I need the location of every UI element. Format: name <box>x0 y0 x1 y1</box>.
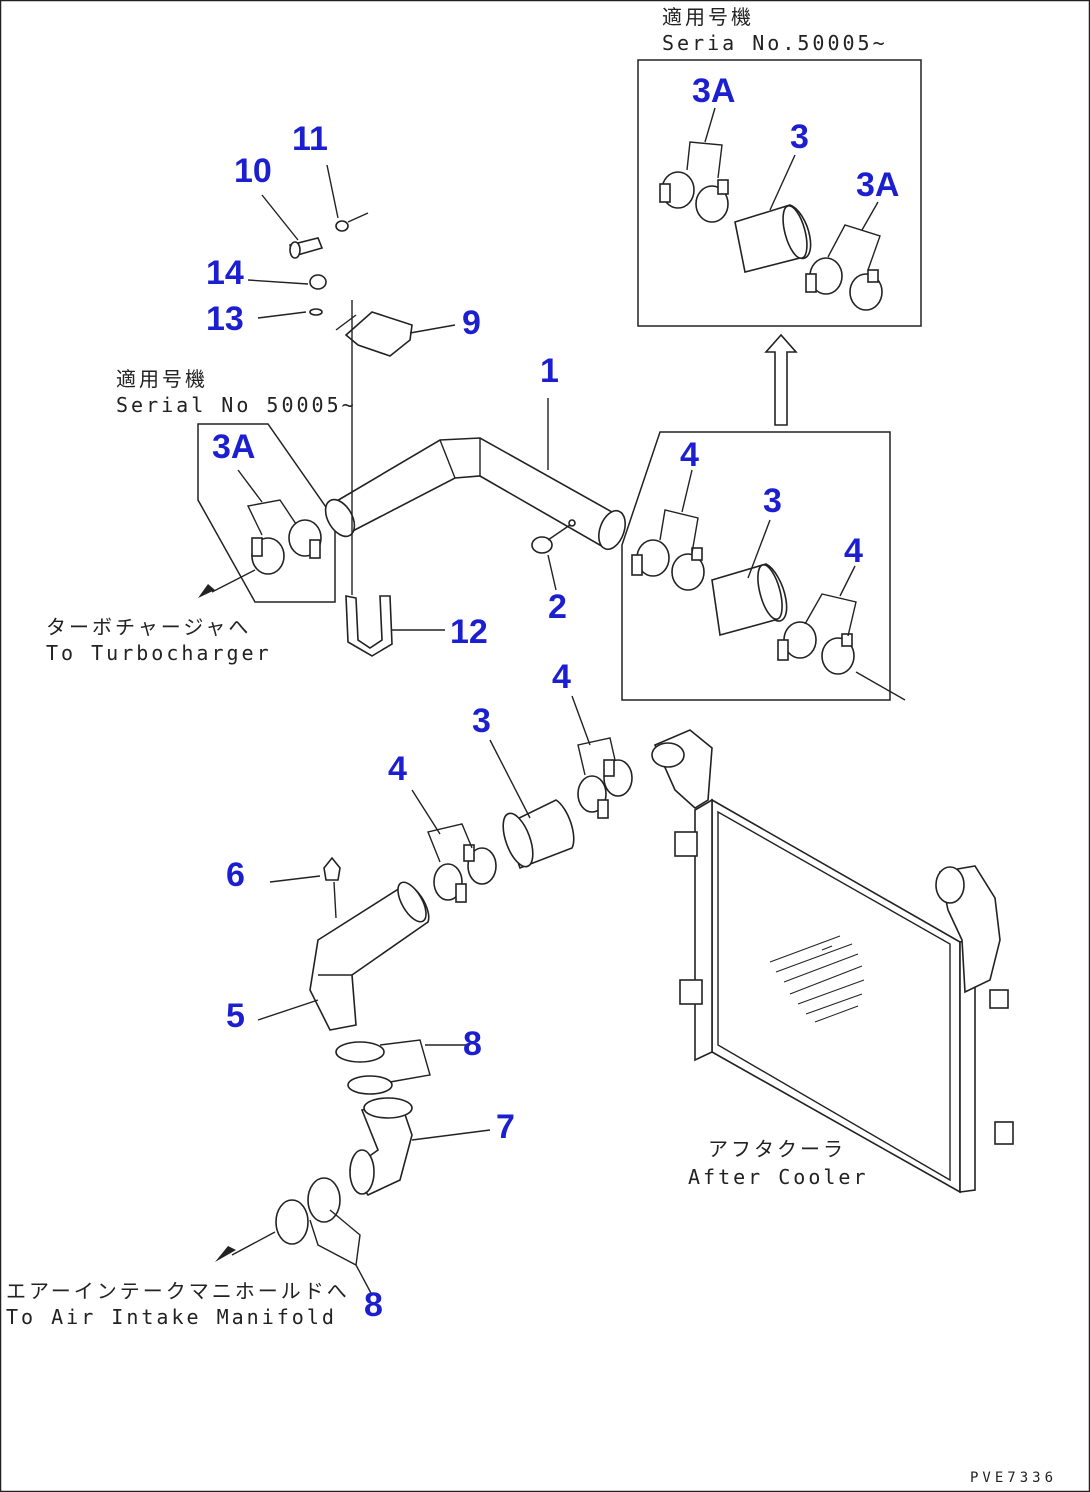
inset-middle-parts <box>631 469 906 701</box>
callout-5: 5 <box>226 997 245 1035</box>
part-2-connector <box>531 519 576 591</box>
callout-14: 14 <box>206 254 244 292</box>
callout-4-mid-right: 4 <box>844 532 863 570</box>
callout-11: 11 <box>292 120 328 158</box>
callout-3A-top-left: 3A <box>692 72 735 110</box>
callout-8-upper: 8 <box>463 1025 482 1063</box>
aftercooler-jp: アフタクーラ <box>708 1137 846 1161</box>
callout-12: 12 <box>450 613 488 651</box>
aftercooler-en: After Cooler <box>688 1165 869 1189</box>
up-arrow <box>764 333 798 426</box>
dest-intake-en: To Air Intake Manifold <box>6 1305 337 1329</box>
inset-box-top <box>637 59 922 327</box>
callout-3-mid: 3 <box>763 482 782 520</box>
dest-turbo-jp: ターボチャージャへ <box>46 615 251 639</box>
dest-turbo-en: To Turbocharger <box>46 641 272 665</box>
dest-intake-jp: エアーインテークマニホールドへ <box>6 1279 350 1303</box>
inset-box-middle <box>621 431 891 701</box>
callout-10: 10 <box>234 152 272 190</box>
inset-box-left <box>197 423 336 603</box>
turbo-arrow <box>198 584 215 598</box>
figure-code: PVE7336 <box>970 1470 1057 1486</box>
callout-3-lower: 3 <box>472 702 491 740</box>
note-left-en: Serial No 50005~ <box>116 393 357 417</box>
note-left-jp: 適用号機 <box>116 367 208 391</box>
callout-4-lower-right: 4 <box>552 658 571 696</box>
part-12-hose <box>345 595 445 657</box>
callout-9: 9 <box>462 304 481 342</box>
callout-13: 13 <box>206 300 244 338</box>
callout-8-lower: 8 <box>364 1286 383 1324</box>
intake-arrow <box>215 1246 236 1262</box>
callout-3A-top-right: 3A <box>856 166 899 204</box>
callout-7: 7 <box>496 1108 515 1146</box>
pipe-1 <box>324 398 626 551</box>
callout-6: 6 <box>226 856 245 894</box>
callout-1: 1 <box>540 352 559 390</box>
callout-4-mid-left: 4 <box>680 436 699 474</box>
inset-top-parts <box>659 107 883 311</box>
callout-3-top: 3 <box>790 118 809 156</box>
callout-4-lower-left: 4 <box>388 750 407 788</box>
callout-2: 2 <box>548 588 567 626</box>
aftercooler <box>651 729 1014 1194</box>
note-top-right-en: Seria No.50005~ <box>662 31 888 55</box>
bracket-9-assembly <box>247 164 456 595</box>
lower-pipe-assembly <box>215 695 633 1296</box>
inset-left-parts <box>198 469 322 598</box>
note-top-right-jp: 適用号機 <box>662 5 754 29</box>
callout-3A-left: 3A <box>212 428 255 466</box>
